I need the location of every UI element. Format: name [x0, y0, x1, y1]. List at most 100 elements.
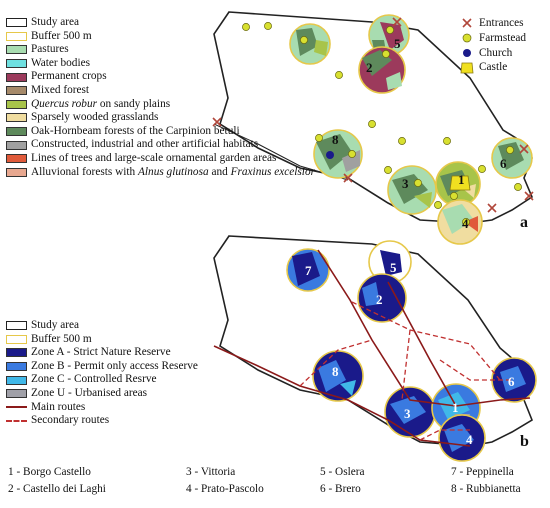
legend-row-zone-u: Zone U - Urbanised areas: [6, 387, 198, 401]
legend-label: Main routes: [31, 400, 86, 413]
legend-swatch: [6, 86, 27, 96]
site-name: 8 - Rubbianetta: [451, 483, 521, 495]
site-name-column-2: 3 - Vittoria 4 - Prato-Pascolo: [186, 464, 264, 498]
legend-row-entrances: Entrances: [460, 16, 526, 31]
legend-row-castle: Castle: [460, 60, 526, 75]
site-label-1-a: 1: [458, 172, 465, 187]
legend-swatch: [6, 113, 27, 123]
legend-swatch: [6, 154, 27, 164]
panel-b-map: 7 5 2 8 3 1 4 6: [213, 235, 537, 462]
legend-row-alluvial: Alluvional forests with Alnus glutinosa …: [6, 166, 315, 180]
panel-letter-b: b: [520, 433, 529, 450]
legend-swatch: [6, 127, 27, 137]
site-label-4-b: 4: [466, 432, 473, 447]
site-circle-3-a: [387, 165, 437, 215]
legend-row-farmstead: Farmstead: [460, 31, 526, 46]
site-label-8-a: 8: [332, 132, 339, 147]
site-name: 1 - Borgo Castello: [8, 466, 91, 478]
legend-swatch: [6, 321, 27, 331]
legend-label: Zone U - Urbanised areas: [31, 386, 148, 399]
legend-row-pastures: Pastures: [6, 43, 315, 57]
site-circle-8-b: [312, 350, 364, 402]
legend-label: Zone A - Strict Nature Reserve: [31, 346, 171, 359]
site-label-7-b: 7: [305, 263, 312, 278]
legend-row-permanent-crops: Permanent crops: [6, 70, 315, 84]
legend-label: Oak-Hornbeam forests of the Carpinion be…: [31, 124, 240, 137]
site-name: 7 - Peppinella: [451, 466, 514, 478]
site-name-column-3: 5 - Oslera 6 - Brero: [320, 464, 365, 498]
legend-label: Secondary routes: [31, 414, 110, 427]
legend-row-trees-lines: Lines of trees and large-scale ornamenta…: [6, 152, 315, 166]
legend-swatch: [6, 362, 27, 372]
site-name: 3 - Vittoria: [186, 466, 236, 478]
legend-label: Buffer 500 m: [31, 29, 92, 42]
legend-swatch: [6, 99, 27, 109]
site-circle-7-a: [289, 23, 331, 65]
site-label-5-a: 5: [394, 36, 401, 51]
legend-label: Study area: [31, 319, 79, 331]
legend-swatch: [6, 375, 27, 385]
secondary-routes: [299, 301, 514, 441]
site-circle-4-a: [437, 199, 483, 245]
legend-label: Study area: [31, 16, 79, 28]
site-label-5-b: 5: [390, 260, 397, 275]
legend-label: Castle: [479, 61, 508, 74]
site-label-8-b: 8: [332, 364, 339, 379]
farmstead-dot-icon: [460, 32, 474, 44]
legend-label-italic: Alnus glutinosa: [138, 165, 209, 178]
legend-row-mixed-forest: Mixed forest: [6, 84, 315, 98]
legend-label: Permanent crops: [31, 70, 107, 83]
legend-row-main-routes: Main routes: [6, 401, 198, 415]
legend-label: on sandy plains: [97, 97, 171, 110]
legend-label: Lines of trees and large-scale ornamenta…: [31, 151, 277, 164]
farmstead-markers: [242, 22, 522, 226]
legend-label: Sparsely wooded grasslands: [31, 111, 159, 124]
legend-row-zone-a: Zone A - Strict Nature Reserve: [6, 346, 198, 360]
legend-swatch: [6, 72, 27, 82]
site-circle-8-a: [313, 129, 363, 179]
site-number-labels-a: 5 2 8 3 1 4 6: [332, 36, 507, 231]
legend-row-buffer: Buffer 500 m: [6, 30, 315, 44]
legend-label-italic: Fraxinus excelsior: [230, 165, 315, 178]
legend-swatch: [6, 31, 27, 41]
site-label-2-b: 2: [376, 292, 383, 307]
site-circle-5-b: [368, 240, 412, 284]
legend-label-italic: Quercus robur: [31, 97, 97, 110]
legend-swatch: [6, 334, 27, 344]
site-name: 2 - Castello dei Laghi: [8, 483, 106, 495]
legend-row-zone-c: Zone C - Controlled Resrve: [6, 373, 198, 387]
site-circle-7-b: [286, 248, 330, 292]
legend-swatch: [6, 59, 27, 69]
site-circle-4-b: [438, 414, 486, 462]
legend-line-swatch: [6, 406, 27, 409]
legend-row-water: Water bodies: [6, 57, 315, 71]
site-label-6-b: 6: [508, 374, 515, 389]
legend-label: Alluvional forests with: [31, 165, 138, 178]
legend-label: Buffer 500 m: [31, 332, 92, 345]
site-label-4-a: 4: [462, 216, 469, 231]
legend-label: and: [208, 165, 231, 178]
site-circle-2-a: [358, 46, 406, 94]
legend-label: Zone B - Permit only access Reserve: [31, 359, 198, 372]
legend-label: Constructed, industrial and other artifi…: [31, 138, 259, 151]
site-name: 4 - Prato-Pascolo: [186, 483, 264, 495]
site-name-column-4: 7 - Peppinella 8 - Rubbianetta: [451, 464, 521, 498]
site-label-6-a: 6: [500, 156, 507, 171]
panel-a-legend: Study area Buffer 500 m Pastures Water b…: [6, 16, 315, 179]
entrance-x-icon: [460, 17, 474, 29]
site-label-3-a: 3: [402, 176, 409, 191]
legend-row-zone-b: Zone B - Permit only access Reserve: [6, 360, 198, 374]
site-label-1-b: 1: [452, 400, 459, 415]
legend-label: Zone C - Controlled Resrve: [31, 373, 157, 386]
site-name: 6 - Brero: [320, 483, 361, 495]
legend-row-buffer-b: Buffer 500 m: [6, 333, 198, 347]
site-number-labels-b: 7 5 2 8 3 1 4 6: [305, 260, 515, 447]
legend-row-study-area: Study area: [6, 16, 315, 30]
panel-letter-a: a: [520, 214, 528, 231]
legend-row-church: Church: [460, 46, 526, 61]
church-dot-icon: [460, 47, 474, 59]
legend-row-constructed: Constructed, industrial and other artifi…: [6, 138, 315, 152]
point-legend: Entrances Farmstead Church Castle: [460, 16, 526, 75]
legend-row-quercus: Quercus robur on sandy plains: [6, 98, 315, 112]
